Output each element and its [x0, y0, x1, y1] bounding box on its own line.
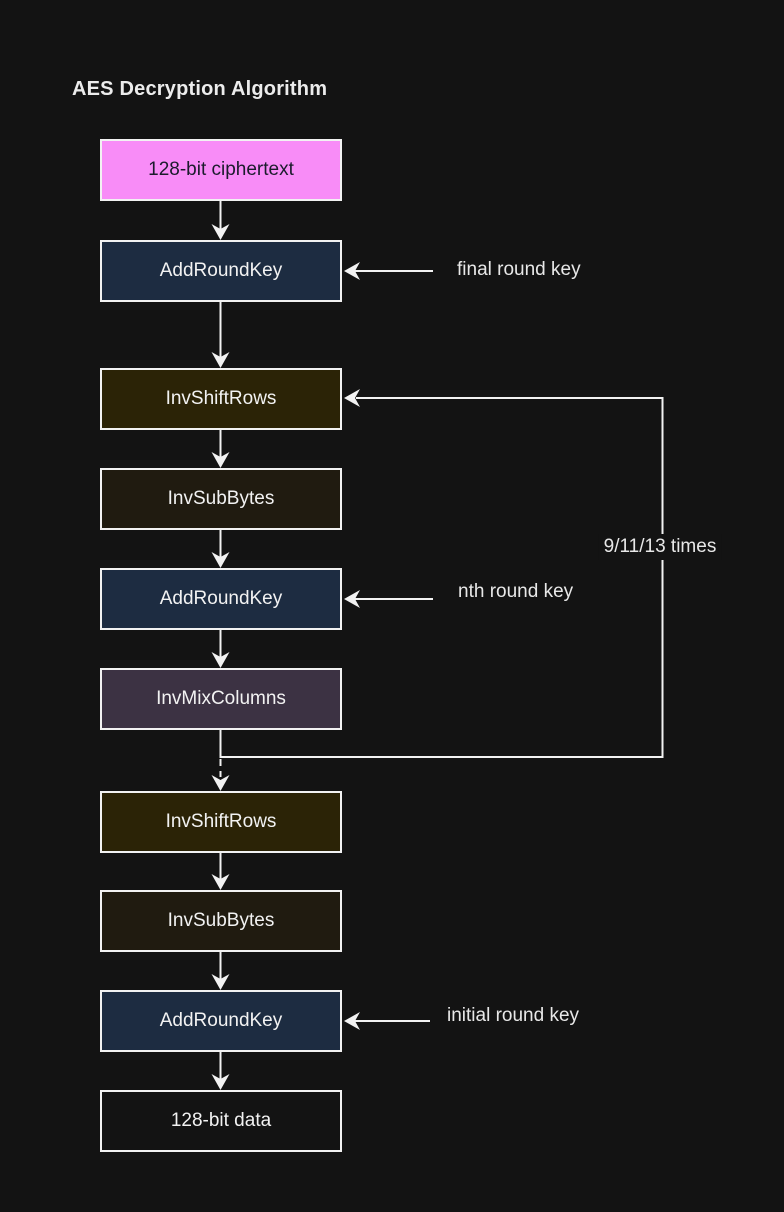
- node-addroundkey-final: AddRoundKey: [100, 240, 342, 302]
- arrow-loop-exit-to-invshiftrows: [211, 759, 230, 791]
- arrow-invsubbytes-to-addroundkey: [211, 530, 230, 568]
- arrow-final-round-key: [344, 262, 433, 280]
- arrow-invsubbytes2-to-addroundkey3: [211, 952, 230, 990]
- arrow-addroundkey3-to-data: [211, 1052, 230, 1090]
- arrow-addroundkey-to-invmixcolumns: [211, 630, 230, 668]
- arrow-nth-round-key: [344, 590, 433, 608]
- label-initial-round-key: initial round key: [447, 1005, 580, 1026]
- node-addroundkey-initial: AddRoundKey: [100, 990, 342, 1052]
- node-invmixcolumns: InvMixColumns: [100, 668, 342, 730]
- arrow-invshiftrows2-to-invsubbytes2: [211, 853, 230, 890]
- node-invshiftrows-final: InvShiftRows: [100, 791, 342, 853]
- label-nth-round-key: nth round key: [458, 581, 574, 602]
- arrow-initial-round-key: [344, 1012, 430, 1030]
- label-final-round-key: final round key: [457, 259, 581, 280]
- arrow-ciphertext-to-addroundkey: [211, 201, 230, 240]
- node-invshiftrows-loop: InvShiftRows: [100, 368, 342, 430]
- diagram-title: AES Decryption Algorithm: [72, 78, 328, 100]
- node-invsubbytes-final: InvSubBytes: [100, 890, 342, 952]
- arrow-addroundkey-to-invshiftrows: [211, 302, 230, 368]
- node-128-bit-ciphertext: 128-bit ciphertext: [100, 139, 342, 201]
- node-addroundkey-nth: AddRoundKey: [100, 568, 342, 630]
- arrow-invshiftrows-to-invsubbytes: [211, 430, 230, 468]
- label-loop-count: 9/11/13 times: [598, 534, 722, 560]
- node-128-bit-data: 128-bit data: [100, 1090, 342, 1152]
- node-invsubbytes-loop: InvSubBytes: [100, 468, 342, 530]
